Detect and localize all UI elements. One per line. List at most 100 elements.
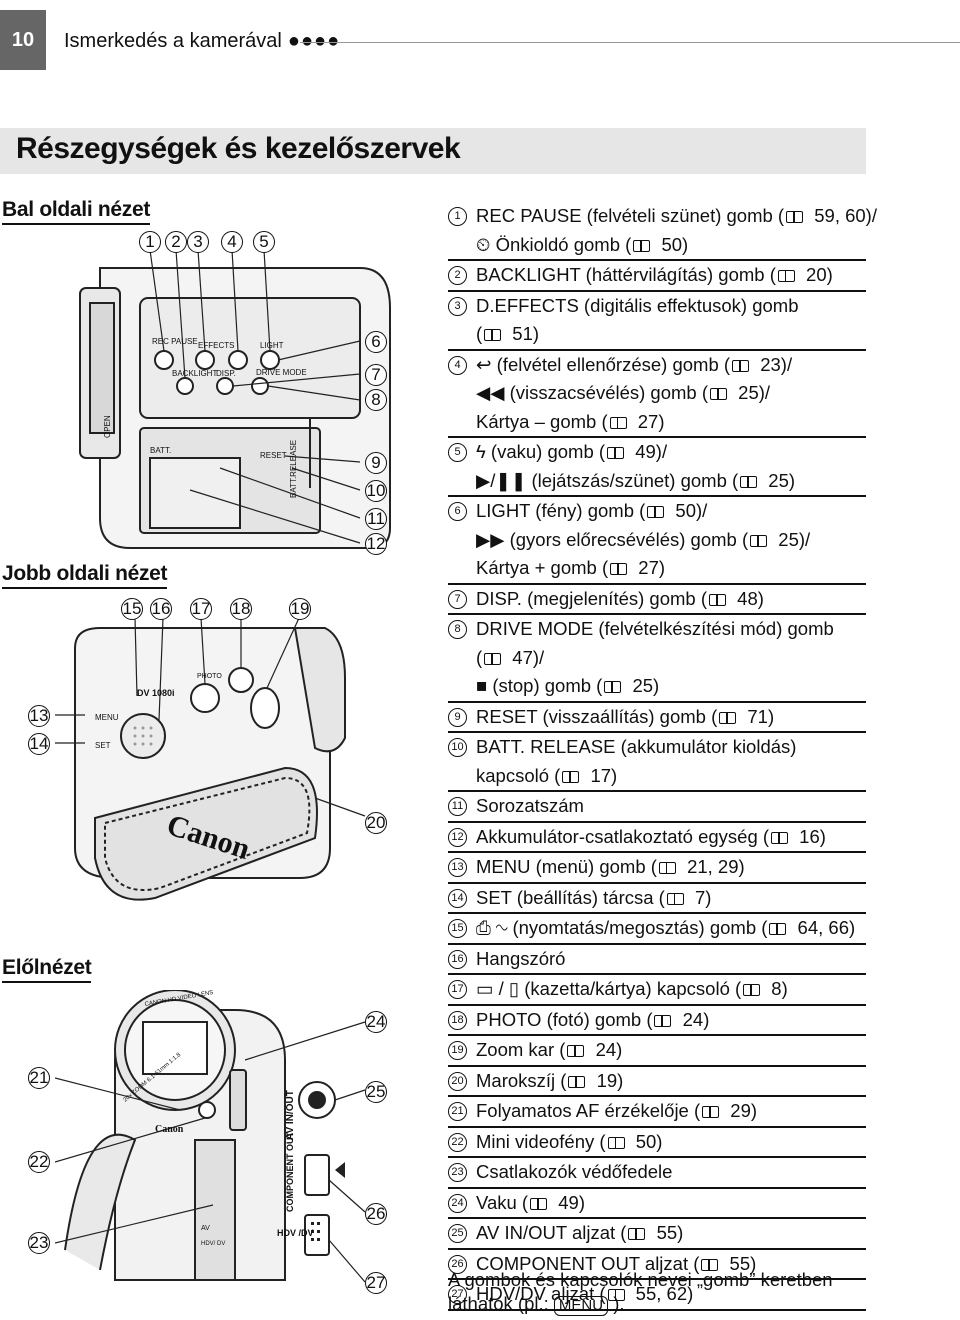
- list-item: 15⎙ ∿ (nyomtatás/megosztás) gomb ( 64, 6…: [448, 914, 866, 945]
- label-effects: EFFECTS: [198, 341, 234, 350]
- item-number: 8: [448, 620, 467, 639]
- item-text: Kártya + gomb ( 27): [476, 557, 666, 578]
- item-text: Csatlakozók védőfedele: [476, 1161, 673, 1182]
- section-left-view: Bal oldali nézet: [2, 198, 150, 225]
- left-view-diagram: REC PAUSE EFFECTS LIGHT BACKLIGHT DISP. …: [79, 249, 391, 549]
- book-icon: [609, 416, 627, 429]
- item-number: 7: [448, 589, 467, 609]
- header-rule: [300, 42, 960, 43]
- item-number: 25: [448, 1224, 467, 1243]
- callout-25: 25: [365, 1081, 387, 1103]
- book-icon: [607, 1136, 625, 1149]
- item-text: ▭ / ▯ (kazetta/kártya) kapcsoló ( 8): [476, 978, 788, 999]
- label-backlight: BACKLIGHT: [172, 369, 217, 378]
- item-text: kapcsoló ( 17): [476, 764, 618, 786]
- item-text: ( 51): [476, 323, 540, 344]
- book-icon: [484, 329, 502, 341]
- list-item: 19 Zoom kar ( 24): [448, 1036, 866, 1067]
- callout-10: 10: [365, 480, 387, 502]
- item-number: 24: [448, 1193, 467, 1213]
- section-front-view: Előlnézet: [2, 956, 92, 983]
- book-icon: [484, 652, 502, 665]
- callout-26: 26: [365, 1203, 387, 1225]
- callout-6: 6: [365, 331, 387, 353]
- item-text: D.EFFECTS (digitális effektusok) gomb: [476, 294, 799, 316]
- book-icon: [647, 506, 665, 518]
- item-text: Marokszíj ( 19): [476, 1069, 624, 1091]
- item-text: ▶/❚❚ (lejátszás/szünet) gomb ( 25): [476, 469, 796, 491]
- callout-17: 17: [190, 598, 212, 620]
- footer-text-2: láthatók (pl.:: [448, 1293, 554, 1314]
- item-number: 19: [448, 1041, 467, 1060]
- book-icon: [702, 1106, 720, 1118]
- item-text: Zoom kar ( 24): [476, 1039, 623, 1060]
- callout-23: 23: [28, 1232, 50, 1254]
- book-icon: [743, 984, 761, 996]
- item-text: Sorozatszám: [476, 795, 584, 816]
- callout-7: 7: [365, 364, 387, 386]
- book-icon: [607, 447, 625, 459]
- item-text: LIGHT (fény) gomb ( 50)/: [476, 500, 708, 521]
- callout-5: 5: [253, 231, 275, 253]
- item-text: SET (beállítás) tárcsa ( 7): [476, 886, 712, 908]
- book-icon: [710, 388, 728, 400]
- item-text: Kártya – gomb ( 27): [476, 410, 665, 432]
- book-icon: [740, 475, 758, 488]
- item-text: ↩ (felvétel ellenőrzése) gomb ( 23)/: [476, 353, 793, 375]
- book-icon: [771, 831, 789, 844]
- item-text: ⏲ Önkioldó gomb ( 50): [476, 233, 689, 255]
- list-item: 17▭ / ▯ (kazetta/kártya) kapcsoló ( 8): [448, 975, 866, 1006]
- callout-12: 12: [365, 533, 387, 555]
- item-number: 2: [448, 266, 467, 285]
- item-number: 22: [448, 1132, 467, 1152]
- footer-note: A gombok és kapcsolók nevei „gomb” keret…: [448, 1268, 868, 1316]
- book-icon: [610, 563, 628, 575]
- label-av-small: AV: [201, 1225, 210, 1232]
- callout-13: 13: [28, 705, 50, 727]
- label-photo: PHOTO: [197, 673, 222, 680]
- list-item: 14 SET (beállítás) tárcsa ( 7): [448, 884, 866, 914]
- callout-9: 9: [365, 452, 387, 474]
- label-menu: MENU: [95, 713, 119, 722]
- item-number: 14: [448, 888, 467, 908]
- label-light: LIGHT: [260, 341, 284, 350]
- page-number: 10: [0, 10, 46, 70]
- chapter-title: Ismerkedés a kamerával●●●●: [64, 30, 340, 53]
- item-text: ◀◀ (visszacsévélés) gomb ( 25)/: [476, 382, 771, 403]
- right-view-diagram: MENU SET DV 1080i PHOTO Canon: [55, 618, 366, 901]
- callout-24: 24: [365, 1011, 387, 1033]
- label-reset: RESET: [260, 451, 287, 460]
- callout-19: 19: [289, 598, 311, 620]
- page-title: Részegységek és kezelőszervek: [16, 132, 461, 165]
- item-text: ■ (stop) gomb ( 25): [476, 675, 660, 696]
- callout-20: 20: [365, 812, 387, 834]
- book-icon: [562, 770, 580, 783]
- item-number: 10: [448, 738, 467, 757]
- callout-27: 27: [365, 1272, 387, 1294]
- item-number: 16: [448, 949, 467, 969]
- callout-22: 22: [28, 1151, 50, 1173]
- book-icon: [607, 1289, 625, 1301]
- callout-14: 14: [28, 733, 50, 755]
- chapter-label: Ismerkedés a kamerával: [64, 30, 282, 52]
- callout-15: 15: [121, 598, 143, 620]
- book-icon: [732, 359, 750, 372]
- book-icon: [786, 211, 804, 223]
- item-text: COMPONENT OUT aljzat ( 55): [476, 1252, 757, 1274]
- book-icon: [568, 1075, 586, 1088]
- label-batt-release: BATT.RELEASE: [289, 440, 298, 498]
- book-icon: [658, 862, 676, 874]
- front-view-diagram: CANON HD VIDEO LENS 20x ZOOM 6.1-61mm 1:…: [55, 990, 366, 1283]
- item-number: 18: [448, 1010, 467, 1030]
- item-text: Mini videofény ( 50): [476, 1130, 663, 1152]
- item-text: ▶▶ (gyors előrecsévélés) gomb ( 25)/: [476, 528, 811, 550]
- label-drive-mode: DRIVE MODE: [256, 368, 307, 377]
- label-set: SET: [95, 741, 111, 750]
